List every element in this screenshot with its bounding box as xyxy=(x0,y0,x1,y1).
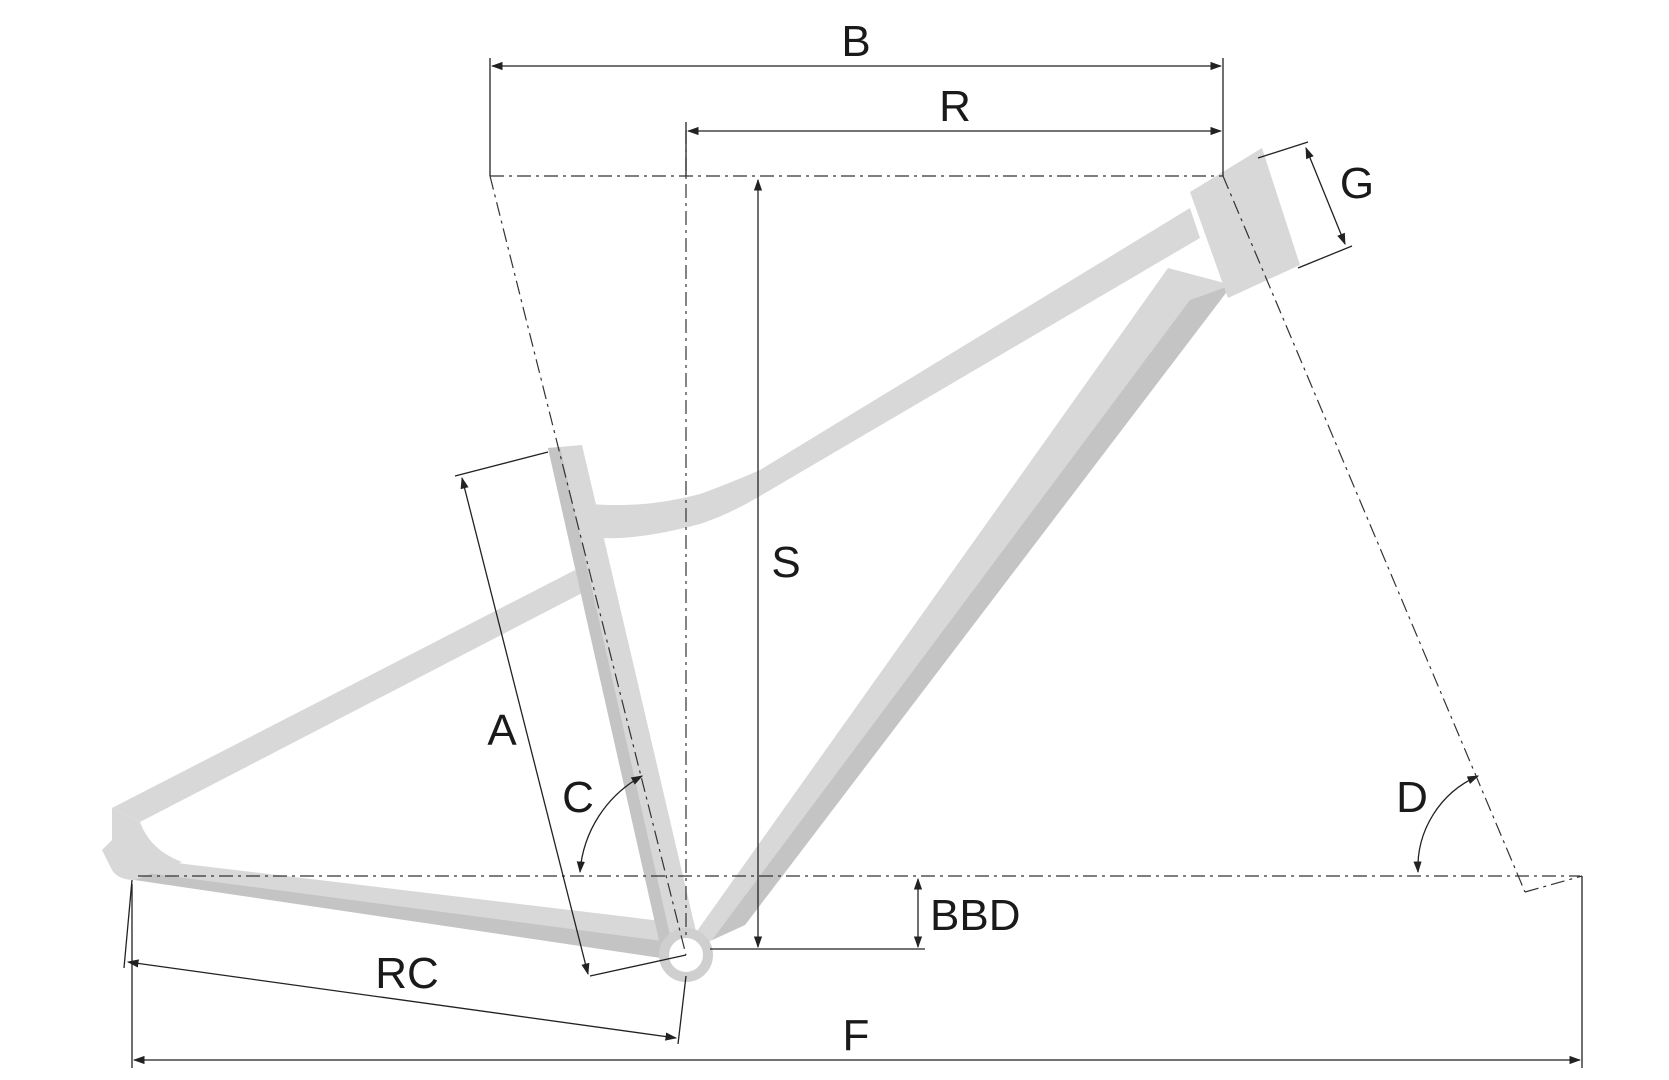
construction-lines xyxy=(138,130,1583,956)
label-f: F xyxy=(843,1011,870,1060)
seat-tube-axis xyxy=(489,175,687,956)
dimension-s: S xyxy=(710,178,925,950)
label-c: C xyxy=(562,773,594,822)
head-tube-axis xyxy=(1222,175,1526,893)
label-r: R xyxy=(939,82,971,131)
label-rc: RC xyxy=(375,949,439,998)
down-tube-shade xyxy=(712,285,1232,940)
label-d: D xyxy=(1396,773,1428,822)
top-tube xyxy=(582,208,1200,539)
dimension-g: G xyxy=(1257,141,1374,269)
dimension-b: B xyxy=(489,17,1224,176)
label-bbd: BBD xyxy=(930,891,1020,940)
dimension-bbd: BBD xyxy=(913,877,1020,949)
dimension-d: D xyxy=(1396,773,1480,874)
label-g: G xyxy=(1340,159,1374,208)
dimension-r: R xyxy=(685,82,1223,176)
dimension-f: F xyxy=(131,876,1583,1068)
dimension-rc: RC xyxy=(123,879,687,1045)
dimension-c: C xyxy=(562,773,644,874)
bike-frame xyxy=(102,148,1300,982)
label-s: S xyxy=(771,538,800,587)
rear-dropout xyxy=(102,808,182,880)
seat-stay xyxy=(112,570,588,822)
label-a: A xyxy=(487,706,517,755)
front-axle-mark xyxy=(1524,875,1583,893)
label-b: B xyxy=(841,17,870,66)
head-tube xyxy=(1190,148,1300,298)
